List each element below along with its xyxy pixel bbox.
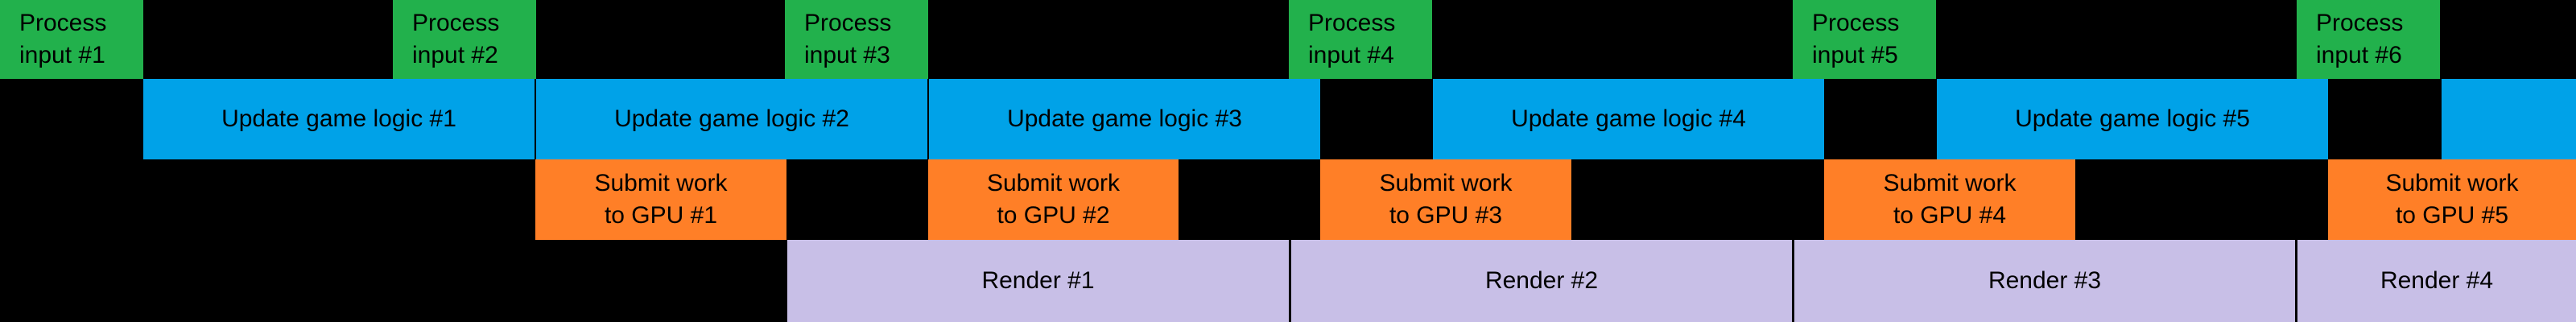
render-block: Render #2 xyxy=(1291,240,1792,322)
submit-work-lane: Submit work to GPU #1 Submit work to GPU… xyxy=(0,159,2576,240)
render-block: Render #4 xyxy=(2297,240,2576,322)
update-game-logic-block: Update game logic #4 xyxy=(1433,79,1824,159)
submit-work-block: Submit work to GPU #2 xyxy=(928,159,1179,240)
render-block: Render #3 xyxy=(1794,240,2295,322)
update-game-logic-block: Update game logic #3 xyxy=(929,79,1320,159)
submit-work-block: Submit work to GPU #4 xyxy=(1824,159,2075,240)
submit-work-block: Submit work to GPU #1 xyxy=(535,159,786,240)
update-game-logic-block: Update game logic #5 xyxy=(1937,79,2328,159)
update-game-logic-block: Update game logic #2 xyxy=(536,79,927,159)
process-input-block: Process input #3 xyxy=(785,0,928,79)
update-game-logic-lane: Update game logic #1 Update game logic #… xyxy=(0,79,2576,159)
process-input-block: Process input #1 xyxy=(0,0,143,79)
submit-work-block: Submit work to GPU #5 xyxy=(2328,159,2576,240)
render-block: Render #1 xyxy=(787,240,1289,322)
submit-work-block: Submit work to GPU #3 xyxy=(1320,159,1571,240)
process-input-block: Process input #4 xyxy=(1289,0,1432,79)
process-input-block: Process input #6 xyxy=(2297,0,2440,79)
update-game-logic-block xyxy=(2442,79,2576,159)
update-game-logic-block: Update game logic #1 xyxy=(143,79,535,159)
process-input-block: Process input #2 xyxy=(393,0,536,79)
process-input-block: Process input #5 xyxy=(1793,0,1936,79)
process-input-lane: Process input #1 Process input #2 Proces… xyxy=(0,0,2576,79)
render-lane: Render #1 Render #2 Render #3 Render #4 xyxy=(0,240,2576,322)
